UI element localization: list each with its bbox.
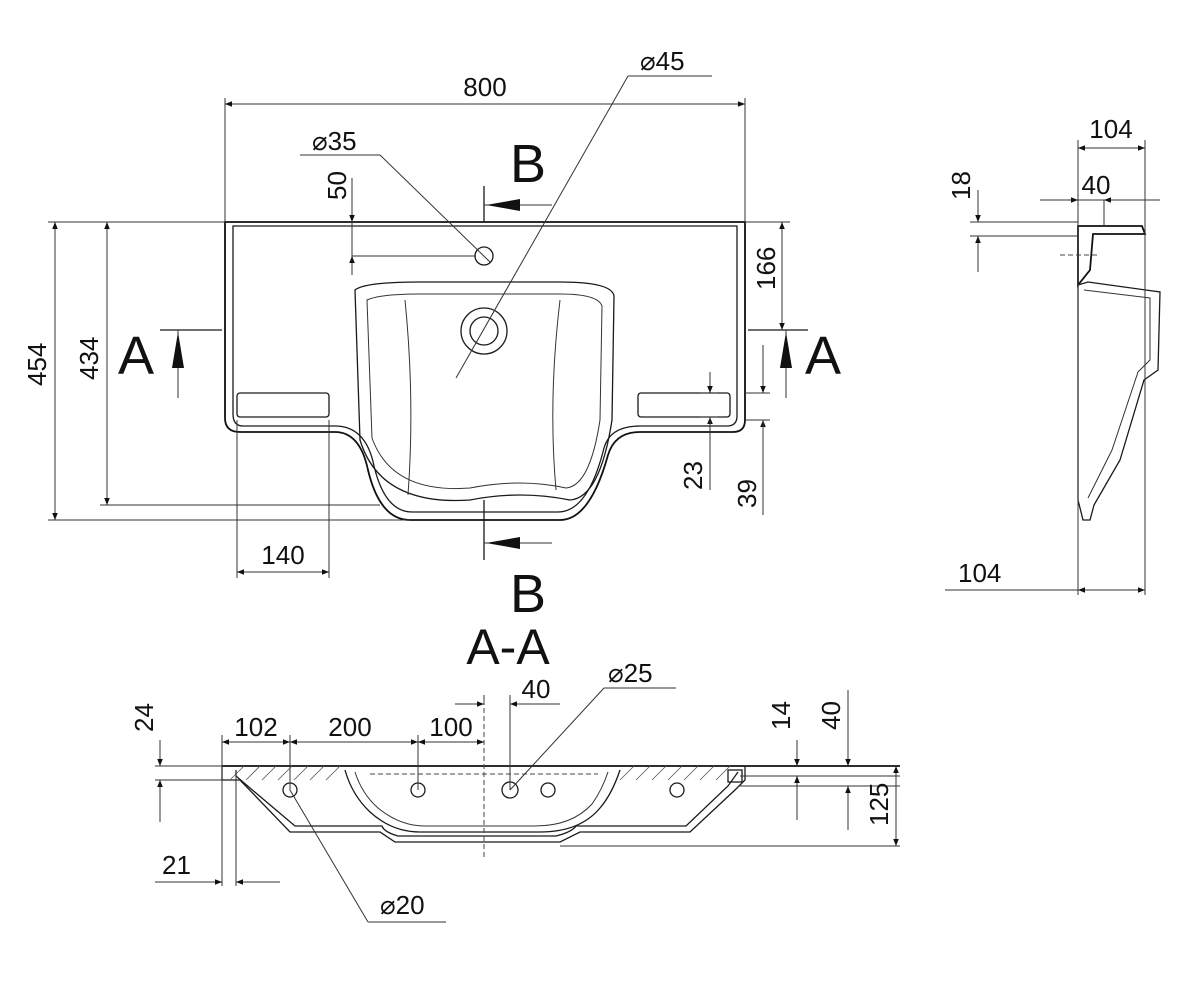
dim-434: 434 (74, 337, 104, 380)
dim-diameter-35: ⌀35 (312, 126, 357, 156)
dim-aa-40: 40 (522, 674, 551, 704)
section-b-top: B (510, 134, 546, 194)
dim-140: 140 (261, 540, 304, 570)
dim-aa-24: 24 (129, 703, 159, 732)
top-view: 800 ⌀45 ⌀35 50 B B A A (22, 46, 841, 624)
dim-454: 454 (22, 343, 52, 386)
tap-hole-outer (460, 307, 508, 355)
dim-aa-diameter-20: ⌀20 (380, 890, 425, 920)
section-a-left: A (118, 326, 154, 386)
dim-800: 800 (463, 72, 506, 102)
dim-aa-200: 200 (328, 712, 371, 742)
dim-aa-40-right: 40 (816, 701, 846, 730)
bowl-inner (366, 293, 603, 490)
dim-50: 50 (322, 171, 352, 200)
section-aa-view: A-A (129, 619, 900, 923)
left-shelf (236, 392, 330, 418)
tap-hole-inner (469, 316, 499, 346)
dim-side-40: 40 (1082, 170, 1111, 200)
section-b-bottom: B (510, 564, 546, 624)
dim-diameter-45: ⌀45 (640, 46, 685, 76)
dim-aa-102: 102 (234, 712, 277, 742)
dim-39: 39 (732, 479, 762, 508)
basin-outline (224, 221, 746, 521)
section-hole-4 (540, 782, 556, 798)
dim-side-104-top: 104 (1089, 114, 1132, 144)
bowl-outline (354, 281, 615, 502)
dim-side-18: 18 (946, 171, 976, 200)
section-a-right: A (805, 326, 841, 386)
dim-aa-14: 14 (766, 701, 796, 730)
right-shelf (637, 392, 731, 418)
dim-aa-100: 100 (429, 712, 472, 742)
dim-aa-diameter-25: ⌀25 (608, 658, 653, 688)
dim-23: 23 (678, 461, 708, 490)
section-aa-title: A-A (466, 619, 550, 675)
basin-inner-outline (232, 225, 738, 513)
dim-side-104-bottom: 104 (958, 558, 1001, 588)
dim-aa-21: 21 (162, 850, 191, 880)
section-hole-5 (669, 782, 685, 798)
dim-166: 166 (751, 247, 781, 290)
dim-aa-125: 125 (864, 783, 894, 826)
side-view: 104 40 18 104 (945, 114, 1161, 595)
